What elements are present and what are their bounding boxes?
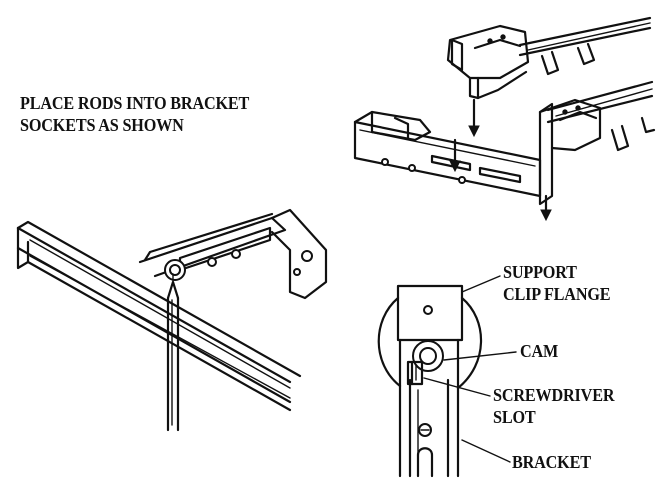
bracket-with-rod-illustration — [353, 80, 656, 222]
callout-screwdriver-slot-1: SCREWDRIVER — [493, 385, 615, 405]
callout-support-clip-flange-1: SUPPORT — [503, 262, 577, 282]
callout-cam: CAM — [520, 341, 559, 361]
bracket-detail-illustration — [377, 275, 517, 478]
screwdriver-adjust-illustration — [16, 208, 328, 432]
callout-support-clip-flange-2: CLIP FLANGE — [503, 284, 611, 304]
callout-screwdriver-slot-2: SLOT — [493, 407, 536, 427]
callout-bracket: BRACKET — [512, 452, 591, 472]
instruction-line-1: PLACE RODS INTO BRACKET — [20, 93, 250, 113]
upper-rod-illustration — [446, 16, 652, 138]
instruction-line-2: SOCKETS AS SHOWN — [20, 115, 184, 135]
